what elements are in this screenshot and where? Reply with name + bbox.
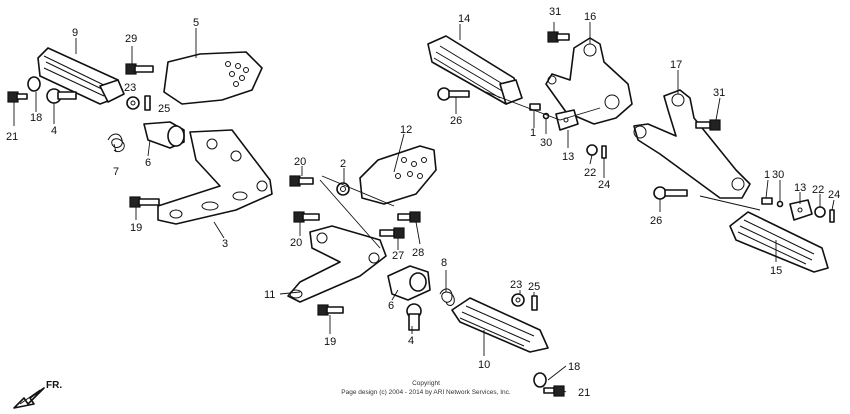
part-11-bracket[interactable] [287, 225, 387, 303]
label-21b[interactable]: 21 [578, 387, 590, 399]
part-16-bracket[interactable] [545, 37, 633, 125]
part-31-bolt-right[interactable] [695, 119, 721, 131]
label-25[interactable]: 25 [158, 103, 170, 115]
label-4[interactable]: 4 [51, 125, 57, 137]
part-6-pivot-right[interactable] [387, 265, 431, 301]
part-26-bolt-upper[interactable] [437, 87, 470, 101]
part-13-plate-right[interactable] [789, 199, 813, 221]
label-20b[interactable]: 20 [290, 237, 302, 249]
label-4b[interactable]: 4 [408, 335, 414, 347]
part-21-bolt-right[interactable] [543, 385, 565, 397]
part-6-pivot[interactable] [143, 121, 185, 149]
label-26[interactable]: 26 [450, 115, 462, 127]
part-5-heel-guard[interactable] [163, 51, 263, 105]
label-10[interactable]: 10 [478, 359, 490, 371]
label-30[interactable]: 30 [540, 137, 552, 149]
label-12[interactable]: 12 [400, 124, 412, 136]
part-1-spring-upper[interactable] [529, 103, 541, 111]
label-2[interactable]: 2 [340, 158, 346, 170]
label-22[interactable]: 22 [584, 167, 596, 179]
part-29-bolt[interactable] [125, 63, 154, 75]
part-9-left-footpeg[interactable] [37, 47, 125, 105]
label-9[interactable]: 9 [72, 27, 78, 39]
part-12-heel-guard[interactable] [359, 145, 437, 205]
label-19[interactable]: 19 [130, 222, 142, 234]
part-7-spring[interactable] [107, 133, 125, 153]
label-1b[interactable]: 1 [764, 169, 770, 181]
part-labels: 9 5 29 23 25 18 21 4 7 6 19 3 20 2 12 20… [6, 6, 840, 399]
label-20[interactable]: 20 [294, 156, 306, 168]
label-13[interactable]: 13 [562, 151, 574, 163]
label-13b[interactable]: 13 [794, 182, 806, 194]
part-20-bolt-lower[interactable] [293, 211, 320, 223]
part-20-bolt-upper[interactable] [289, 175, 314, 187]
label-7[interactable]: 7 [113, 166, 119, 178]
label-25b[interactable]: 25 [528, 281, 540, 293]
part-17-bracket[interactable] [633, 89, 751, 199]
label-21[interactable]: 21 [6, 131, 18, 143]
part-27-bolt[interactable] [379, 227, 405, 239]
copyright-line1: Copyright [412, 380, 440, 387]
label-23b[interactable]: 23 [510, 279, 522, 291]
part-31-bolt-upper[interactable] [547, 31, 570, 43]
part-8-spring[interactable] [439, 288, 455, 306]
leader-lines [13, 22, 835, 393]
front-direction-arrow: FR. [13, 380, 62, 409]
part-22-washer-right[interactable] [814, 206, 826, 218]
label-17[interactable]: 17 [670, 59, 682, 71]
part-30-ball-right[interactable] [776, 200, 784, 208]
label-18[interactable]: 18 [30, 112, 42, 124]
label-23[interactable]: 23 [124, 82, 136, 94]
part-22-washer-upper[interactable] [586, 144, 598, 156]
part-18-collar-right[interactable] [533, 372, 547, 388]
label-26b[interactable]: 26 [650, 215, 662, 227]
label-27[interactable]: 27 [392, 250, 404, 262]
label-18b[interactable]: 18 [568, 361, 580, 373]
part-24-pin-right[interactable] [829, 209, 835, 223]
part-13-plate-upper[interactable] [555, 109, 579, 131]
label-22b[interactable]: 22 [812, 184, 824, 196]
label-30b[interactable]: 30 [772, 169, 784, 181]
part-21-bolt[interactable] [7, 91, 28, 103]
part-1-spring-right[interactable] [761, 197, 773, 205]
label-11[interactable]: 11 [264, 289, 275, 301]
label-1[interactable]: 1 [530, 127, 536, 139]
part-28-bolt[interactable] [397, 211, 421, 223]
label-31[interactable]: 31 [549, 6, 561, 18]
label-6b[interactable]: 6 [388, 300, 394, 312]
label-19b[interactable]: 19 [324, 336, 336, 348]
part-4-pin[interactable] [46, 88, 77, 104]
label-29[interactable]: 29 [125, 33, 137, 45]
copyright: Copyright Page design (c) 2004 - 2014 by… [341, 380, 511, 396]
label-6[interactable]: 6 [145, 157, 151, 169]
label-8[interactable]: 8 [441, 257, 447, 269]
part-15-footpeg[interactable] [729, 211, 829, 273]
part-18-collar[interactable] [27, 76, 41, 92]
part-25-pin[interactable] [144, 95, 151, 111]
copyright-line2: Page design (c) 2004 - 2014 by ARI Netwo… [341, 389, 511, 396]
part-24-pin-upper[interactable] [601, 145, 607, 159]
part-25-pin-right[interactable] [531, 295, 538, 311]
label-16[interactable]: 16 [584, 11, 596, 23]
part-19-bolt-right[interactable] [317, 304, 344, 316]
label-5[interactable]: 5 [193, 17, 199, 29]
part-4-pin-right[interactable] [406, 303, 422, 331]
label-14[interactable]: 14 [458, 13, 470, 25]
part-23-washer[interactable] [126, 96, 140, 110]
part-26-bolt-right[interactable] [653, 186, 688, 200]
part-19-bolt-left[interactable] [129, 196, 160, 208]
label-28[interactable]: 28 [412, 247, 424, 259]
part-10-footpeg[interactable] [451, 297, 549, 353]
part-3-bracket[interactable] [157, 129, 273, 225]
label-15[interactable]: 15 [770, 265, 782, 277]
fr-label: FR. [46, 380, 62, 391]
label-31b[interactable]: 31 [713, 87, 725, 99]
part-14-footpeg[interactable] [427, 35, 523, 105]
label-24[interactable]: 24 [598, 179, 610, 191]
part-23-washer-right[interactable] [511, 293, 525, 307]
label-24b[interactable]: 24 [828, 189, 840, 201]
label-3[interactable]: 3 [222, 238, 228, 250]
